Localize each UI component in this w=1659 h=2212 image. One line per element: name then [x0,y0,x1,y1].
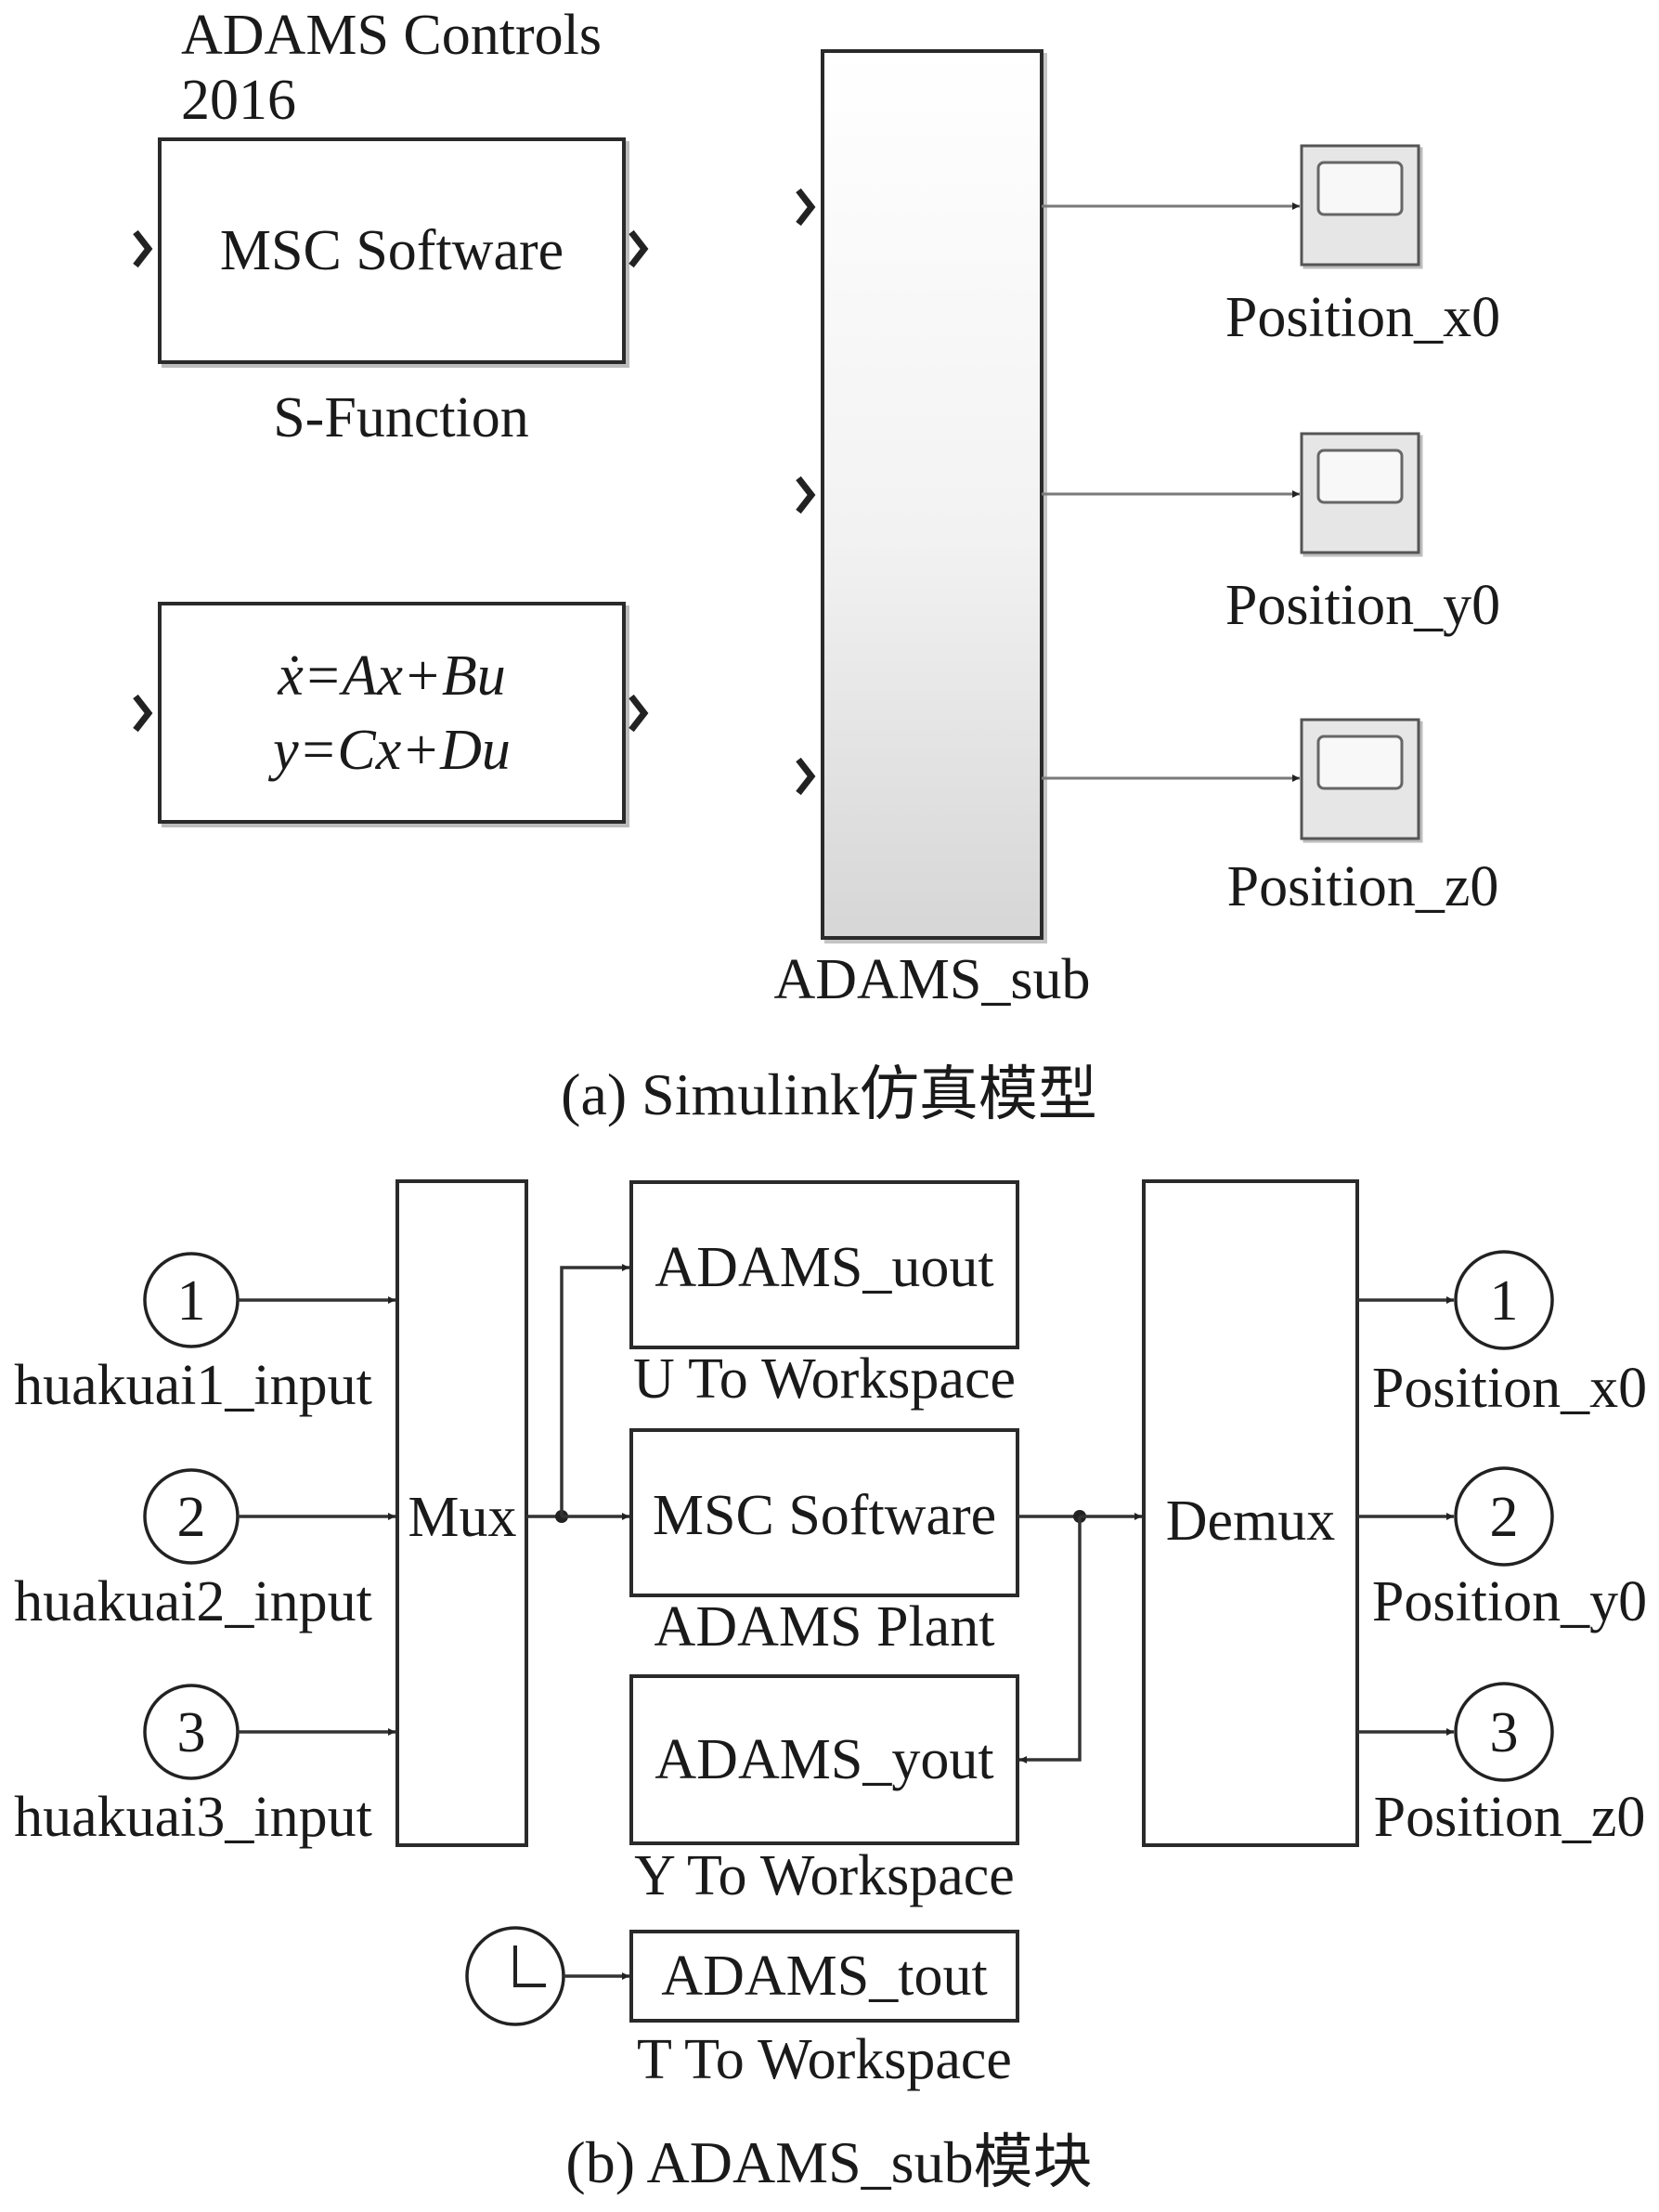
sfunction-block[interactable] [158,137,626,364]
sfunc-top-label-line2: 2016 [181,69,296,132]
plant-inner-label: MSC Software [653,1484,996,1547]
plant-block[interactable] [629,1428,1019,1597]
sfunc-top-label-line1: ADAMS Controls [181,4,602,67]
panel-b-caption: (b) ADAMS_sub模块 [565,2129,1092,2195]
panel-a-caption: (a) Simulink仿真模型 [561,1061,1097,1127]
plant-caption: ADAMS Plant [655,1595,995,1659]
sfunc-output-port [629,229,649,268]
inport-2-label: huakuai2_input [14,1570,372,1633]
wire-mux-to-uout [560,1264,629,1516]
inport-3-label: huakuai3_input [14,1786,372,1849]
tout-caption: T To Workspace [637,2028,1012,2091]
scope-screen-icon [1316,161,1404,216]
scope-label-z0: Position_z0 [1227,855,1499,918]
uout-block[interactable] [629,1180,1019,1349]
mux-label: Mux [408,1486,516,1549]
clock-icon [513,1945,546,1987]
sfunc-inner-label: MSC Software [220,219,564,282]
inport-2-number: 2 [177,1486,206,1549]
outport-2-label: Position_y0 [1372,1570,1647,1633]
sfunc-input-port [133,229,153,268]
mux-block[interactable] [395,1179,528,1847]
yout-inner-label: ADAMS_yout [655,1728,993,1791]
outport-1-number: 1 [1490,1269,1519,1333]
scope-y0[interactable] [1300,432,1420,554]
outport-3[interactable] [1454,1682,1554,1782]
outport-3-label: Position_z0 [1374,1786,1646,1849]
yout-caption: Y To Workspace [634,1844,1015,1907]
scope-screen-icon [1316,449,1404,504]
adams-sub-block[interactable] [821,49,1043,940]
scope-z0[interactable] [1300,718,1420,840]
scope-screen-icon [1316,735,1404,790]
tout-block[interactable] [629,1930,1019,2023]
sub-input-port-2 [796,475,816,514]
sfunc-caption: S-Function [273,386,529,449]
ss-input-port [133,694,153,733]
demux-label: Demux [1166,1490,1336,1553]
outport-3-number: 3 [1490,1701,1519,1764]
ss-equation-2: y=Cx+Du [267,719,511,782]
yout-block[interactable] [629,1674,1019,1845]
state-space-block[interactable] [158,602,626,824]
uout-caption: U To Workspace [633,1347,1016,1411]
panel-a: ADAMS Controls 2016 MSC Software S-Funct… [133,4,1500,1127]
demux-block[interactable] [1142,1179,1359,1847]
scope-label-y0: Position_y0 [1225,574,1500,637]
sub-input-port-1 [796,188,816,227]
uout-inner-label: ADAMS_uout [655,1236,993,1299]
sub-input-port-3 [796,757,816,796]
outport-2[interactable] [1454,1466,1554,1567]
scope-label-x0: Position_x0 [1225,286,1500,349]
panel-b: 1 huakuai1_input 2 huakuai2_input 3 huak… [14,1179,1647,2195]
outport-1[interactable] [1454,1250,1554,1350]
inport-1-number: 1 [177,1269,206,1333]
inport-3-number: 3 [177,1701,206,1764]
tout-inner-label: ADAMS_tout [661,1945,987,2008]
inport-1-label: huakuai1_input [14,1354,372,1417]
wire-plant-to-yout [1019,1516,1082,1763]
scope-x0[interactable] [1300,144,1420,267]
outport-2-number: 2 [1490,1486,1519,1549]
outport-1-label: Position_x0 [1372,1357,1647,1420]
ss-output-port [629,694,649,733]
adams-sub-caption: ADAMS_sub [773,948,1090,1011]
ss-equation-1: ẋ=Ax+Bu [277,644,505,708]
clock-block[interactable] [465,1926,565,2026]
